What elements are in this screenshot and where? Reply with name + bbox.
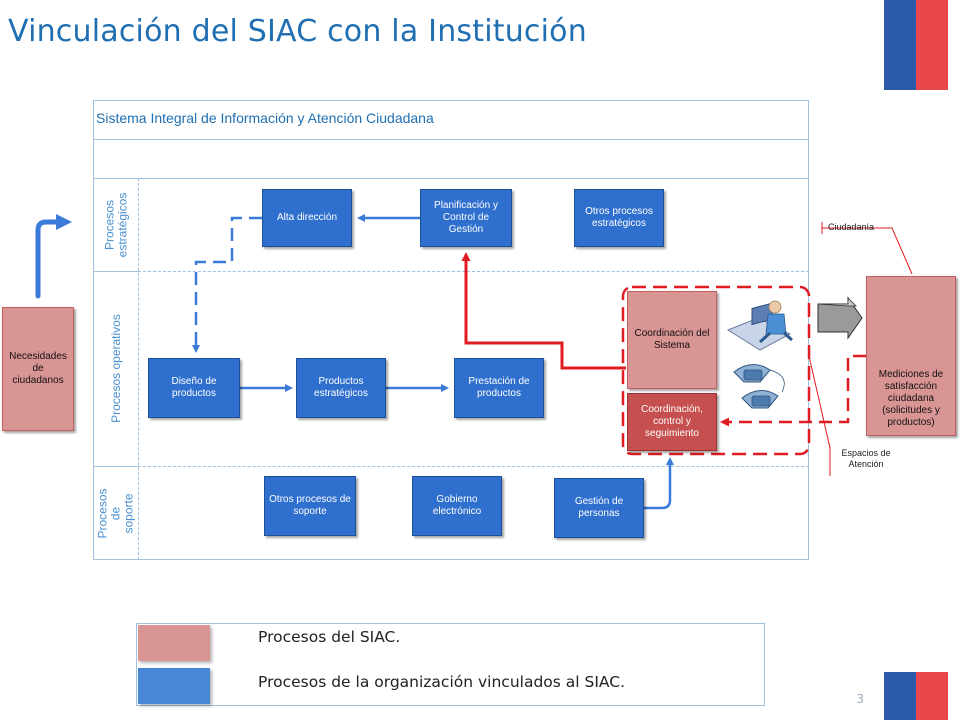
- siac-area-dashed: [621, 285, 811, 456]
- legend-label-org: Procesos de la organización vinculados a…: [258, 673, 625, 691]
- gobierno-box: Gobierno electrónico: [412, 476, 502, 536]
- frame-row-divider-3: [138, 466, 809, 467]
- computer-user-icon: [726, 300, 793, 351]
- citizen-3d-arrow-icon: [817, 296, 863, 340]
- prestacion-box: Prestación de productos: [454, 358, 544, 418]
- telephone-icon: [733, 364, 785, 409]
- otros-estrategicos-box: Otros procesos estratégicos: [574, 189, 664, 247]
- chile-flag-logo-top: [884, 0, 948, 90]
- productos-box: Productos estratégicos: [296, 358, 386, 418]
- page-title: Vinculación del SIAC con la Institución: [8, 14, 587, 49]
- chile-flag-logo-bottom: [884, 672, 948, 720]
- callout-ciudadania-bracket: [821, 222, 885, 234]
- callout-espacios-line: [808, 355, 831, 449]
- callout-ciudadania-line: [885, 227, 913, 275]
- arrow-mediciones-to-coordinacion: [720, 354, 866, 427]
- frame-row-divider-1: [93, 178, 809, 179]
- mediciones-box: Mediciones de satisfacción ciudadana (so…: [866, 276, 956, 436]
- legend-swatch-siac: [138, 625, 210, 661]
- alta-direccion-box: Alta dirección: [262, 189, 352, 247]
- arrow-gestion-to-coordinacion: [644, 457, 674, 510]
- callout-espacios: Espacios de Atención: [841, 448, 891, 469]
- needs-elbow-arrow: [35, 214, 72, 299]
- legend: [136, 623, 765, 706]
- planificacion-box: Planificación y Control de Gestión: [420, 189, 512, 247]
- coordinacion-control-box: Coordinación, control y seguimiento: [627, 393, 717, 451]
- frame-row-divider-2: [138, 271, 809, 272]
- row-label-divider: [138, 178, 139, 560]
- callout-ciudadania: Ciudadanía: [828, 222, 875, 232]
- frame-header-divider: [93, 139, 809, 140]
- coordinacion-sistema-box: Coordinación del Sistema: [627, 291, 717, 389]
- needs-box: Necesidades de ciudadanos: [2, 307, 74, 431]
- diseno-box: Diseño de productos: [148, 358, 240, 418]
- arrow-coord-to-planificacion-red: [461, 252, 626, 370]
- arrow-alta-to-diseno-dashed: [192, 216, 262, 353]
- legend-label-siac: Procesos del SIAC.: [258, 628, 401, 646]
- gestion-personas-box: Gestión de personas: [554, 478, 644, 538]
- frame-title: Sistema Integral de Información y Atenci…: [96, 110, 434, 126]
- legend-swatch-org: [138, 668, 210, 704]
- page-number: 3: [856, 692, 864, 706]
- otros-soporte-box: Otros procesos de soporte: [264, 476, 356, 536]
